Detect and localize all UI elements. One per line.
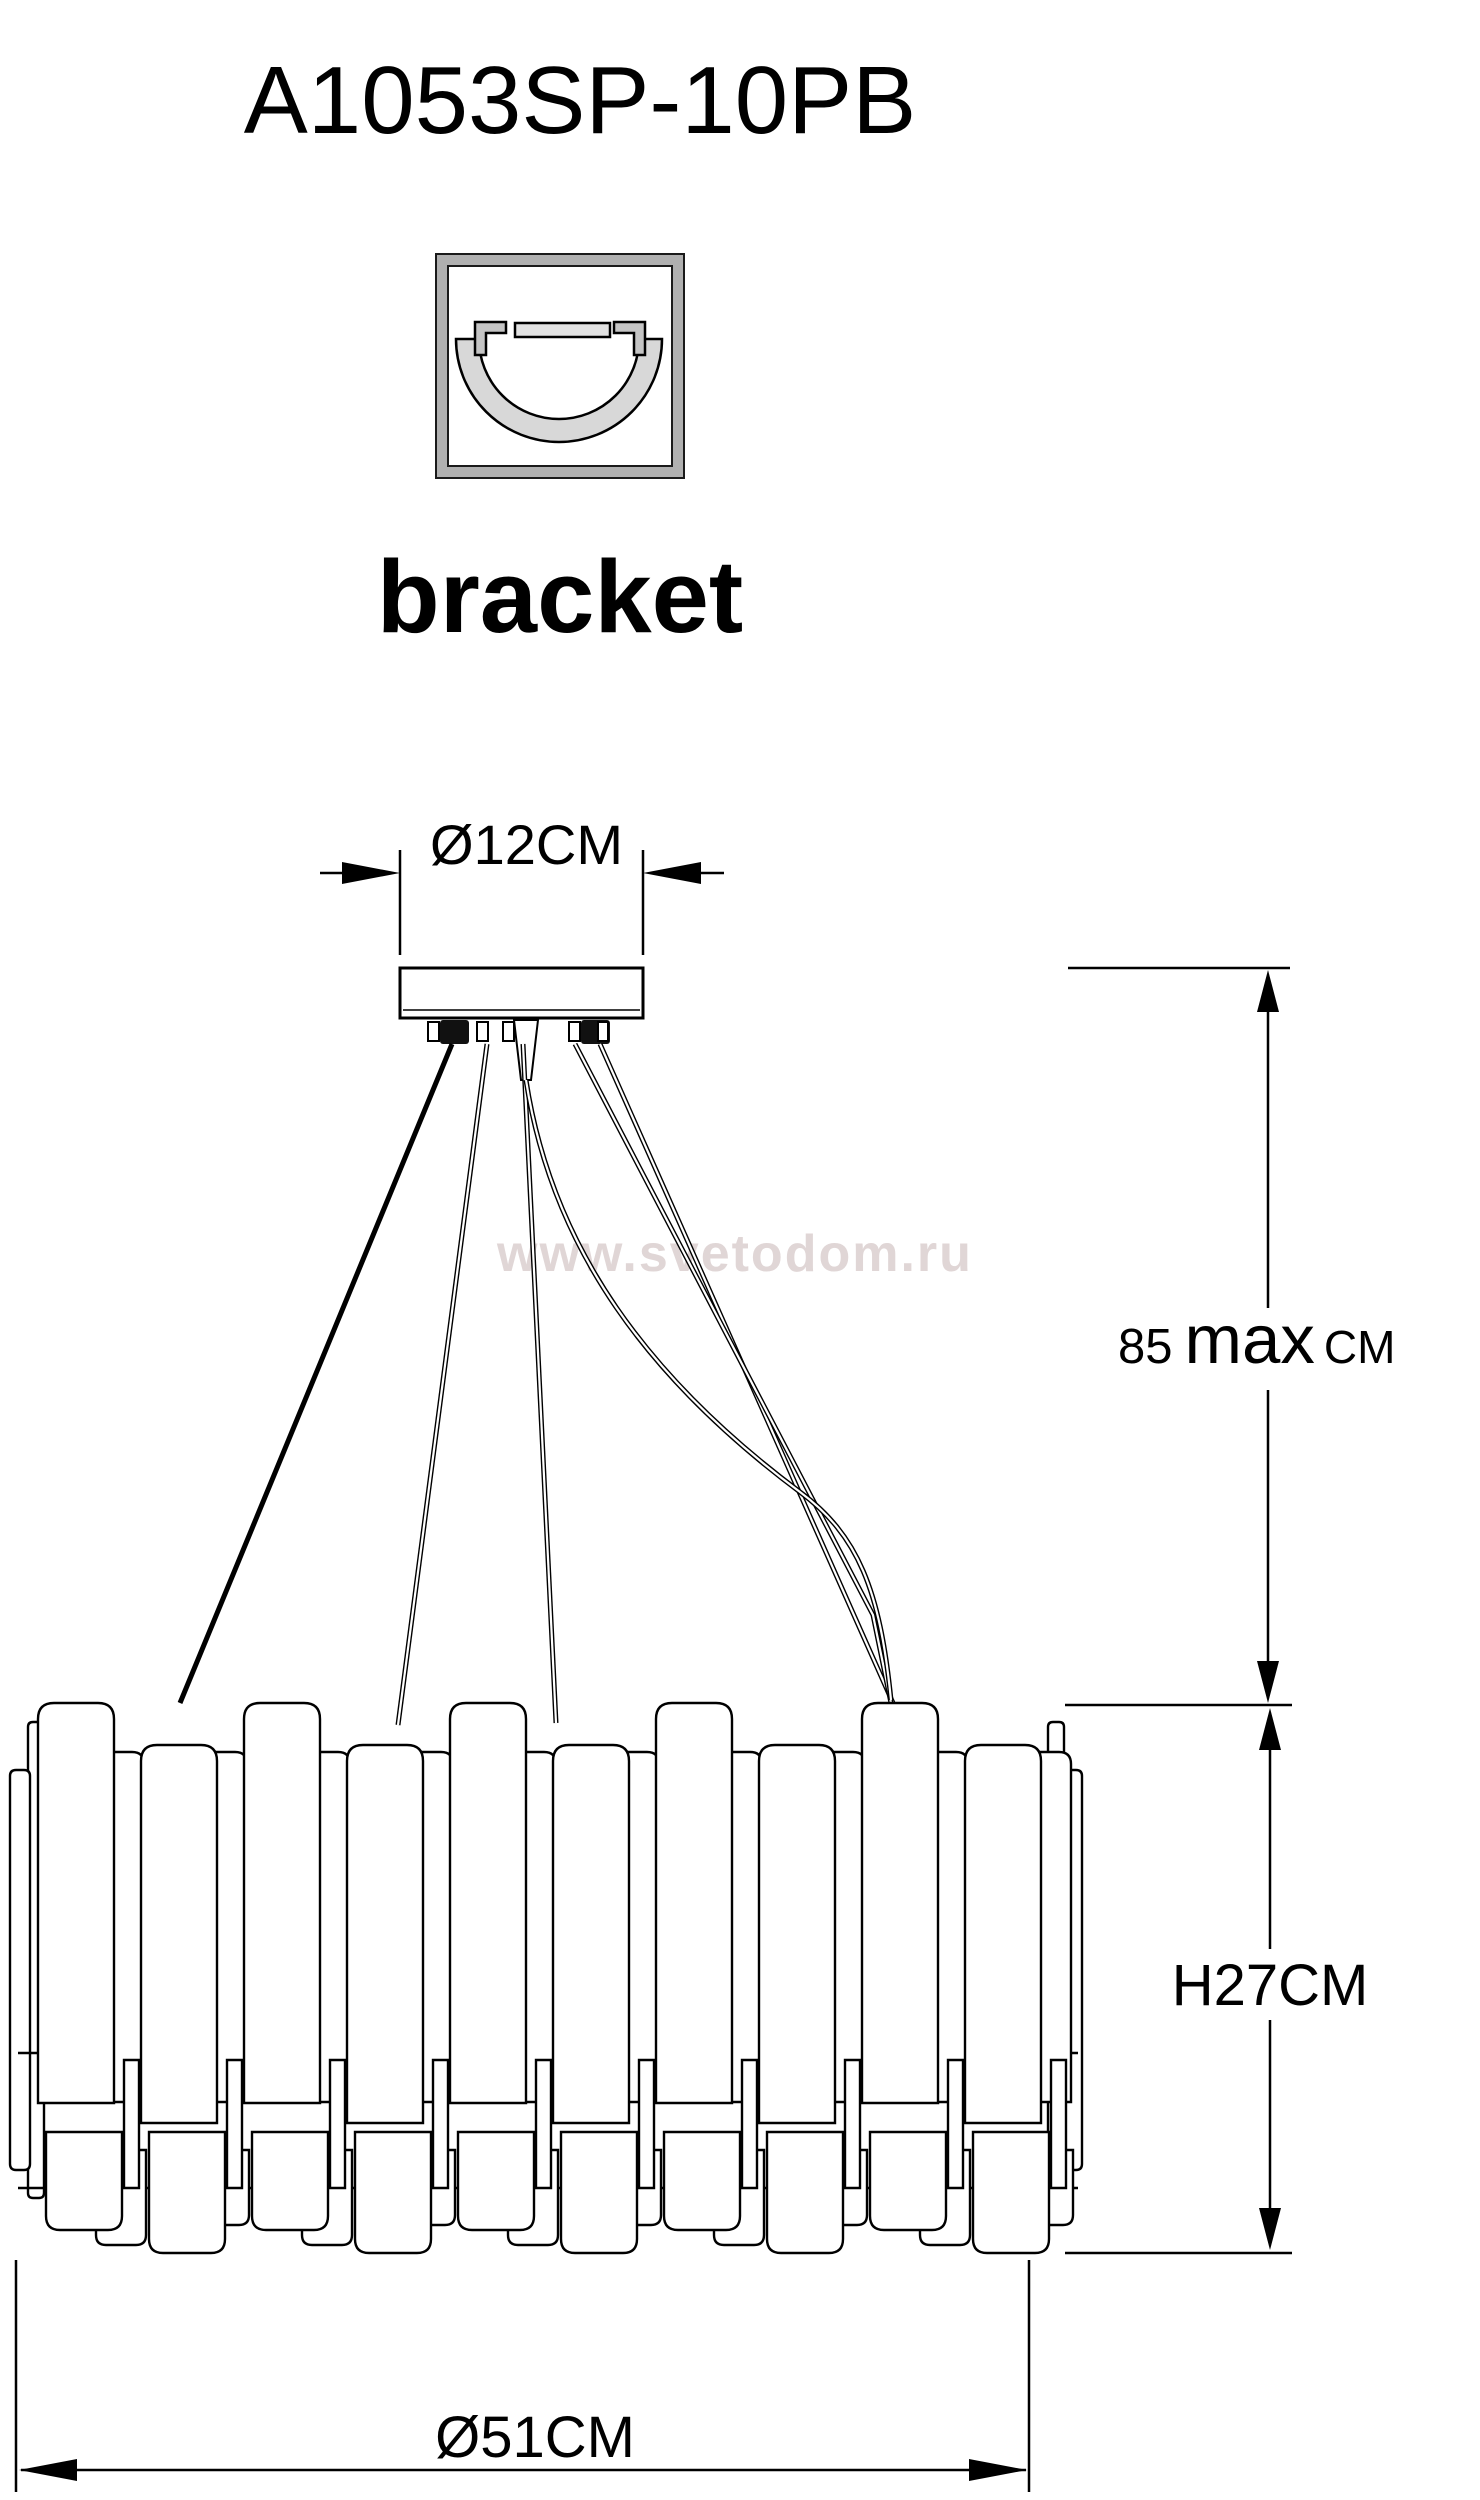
bracket-icon [435,253,685,479]
wire-outlined [395,1042,896,1726]
bracket-right-clip [612,320,647,357]
arrow-left-icon [19,2459,77,2481]
arrow-up-icon [1259,1708,1281,1750]
dim-lines-canopy [320,850,724,955]
dim-body-diameter: Ø51CM [435,2405,635,2470]
arrow-right-icon [342,862,400,884]
bracket-label: bracket [376,539,744,654]
dim-canopy-diameter: Ø12CM [430,813,623,876]
arrow-up-icon [1257,970,1279,1012]
cable-grip-icon [440,1020,469,1044]
dim-suspension-max: 85 max CM [1118,1300,1395,1379]
dim-lines-diameter [14,2260,1031,2492]
arrow-down-icon [1259,2208,1281,2250]
canopy [398,966,645,1081]
arrow-left-icon [643,862,701,884]
dim-body-height: H27CM [1171,1953,1369,2018]
suspension-qualifier: max [1184,1301,1315,1378]
bracket-bar [513,321,612,339]
bracket-ring [454,337,664,444]
arrow-right-icon [969,2459,1027,2481]
suspension-wires [177,1042,896,1726]
model-number: A1053SP-10PB [243,47,917,154]
bracket-left-clip [473,320,508,357]
suspension-value: 85 [1118,1320,1173,1374]
dim-lines-height [1065,1749,1292,2255]
dim-lines-suspension [1068,966,1290,1665]
chandelier-body [8,1701,1084,2255]
chandelier-drawing [8,850,1292,2492]
suspension-unit: CM [1323,1321,1396,1373]
arrow-down-icon [1257,1661,1279,1703]
